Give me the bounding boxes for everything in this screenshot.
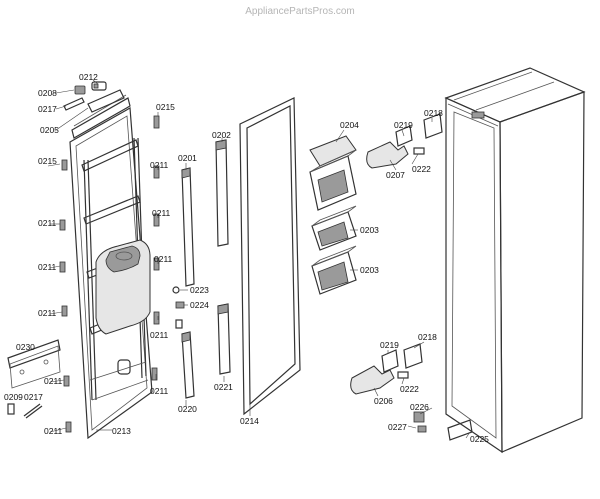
lower-hinge-parts: [350, 343, 473, 441]
label-0207: 0207: [386, 170, 405, 180]
watermark-text: AppliancePartsPros.com: [245, 6, 355, 17]
label-0212: 0212: [79, 72, 98, 82]
door-panel-drawing: [69, 94, 153, 440]
label-0211: 0211: [150, 330, 169, 340]
clip-fasteners: [59, 115, 160, 433]
label-0211: 0211: [150, 386, 169, 396]
label-0215: 0215: [38, 156, 57, 166]
label-0201: 0201: [178, 153, 197, 163]
label-0211: 0211: [150, 160, 169, 170]
label-0203: 0203: [360, 225, 379, 235]
label-0217: 0217: [24, 392, 43, 402]
label-0214: 0214: [240, 416, 259, 426]
label-0226: 0226: [410, 402, 429, 412]
label-0211: 0211: [152, 208, 171, 218]
label-0219: 0219: [380, 340, 399, 350]
label-0202: 0202: [212, 130, 231, 140]
label-0223: 0223: [190, 285, 209, 295]
label-0225: 0225: [470, 434, 489, 444]
label-0215: 0215: [156, 102, 175, 112]
label-0217: 0217: [38, 104, 57, 114]
door-gasket: [239, 97, 301, 416]
label-0211: 0211: [44, 376, 63, 386]
rail-parts: [172, 139, 231, 399]
part-labels: 0208 0212 0217 0205 0215 0215 0211 0211 …: [4, 72, 489, 444]
leader-lines: [47, 79, 471, 439]
label-0211: 0211: [154, 254, 173, 264]
label-0203: 0203: [360, 265, 379, 275]
label-0221: 0221: [214, 382, 233, 392]
label-0208: 0208: [38, 88, 57, 98]
label-0211: 0211: [44, 426, 63, 436]
label-0213: 0213: [112, 426, 131, 436]
label-0211: 0211: [38, 262, 57, 272]
label-0218: 0218: [424, 108, 443, 118]
label-0211: 0211: [38, 308, 57, 318]
cabinet-drawing: [444, 67, 586, 454]
label-0211: 0211: [38, 218, 57, 228]
top-left-small-parts: [63, 81, 125, 113]
label-0209: 0209: [4, 392, 23, 402]
hinge-plate-parts: [7, 339, 61, 419]
label-0230: 0230: [16, 342, 35, 352]
label-0206: 0206: [374, 396, 393, 406]
label-0205: 0205: [40, 125, 59, 135]
label-0220: 0220: [178, 404, 197, 414]
label-0219: 0219: [394, 120, 413, 130]
label-0204: 0204: [340, 120, 359, 130]
label-0218: 0218: [418, 332, 437, 342]
label-0222: 0222: [412, 164, 431, 174]
label-0222: 0222: [400, 384, 419, 394]
label-0224: 0224: [190, 300, 209, 310]
label-0227: 0227: [388, 422, 407, 432]
upper-hinge-parts: [366, 113, 443, 169]
door-bins: [309, 135, 357, 295]
